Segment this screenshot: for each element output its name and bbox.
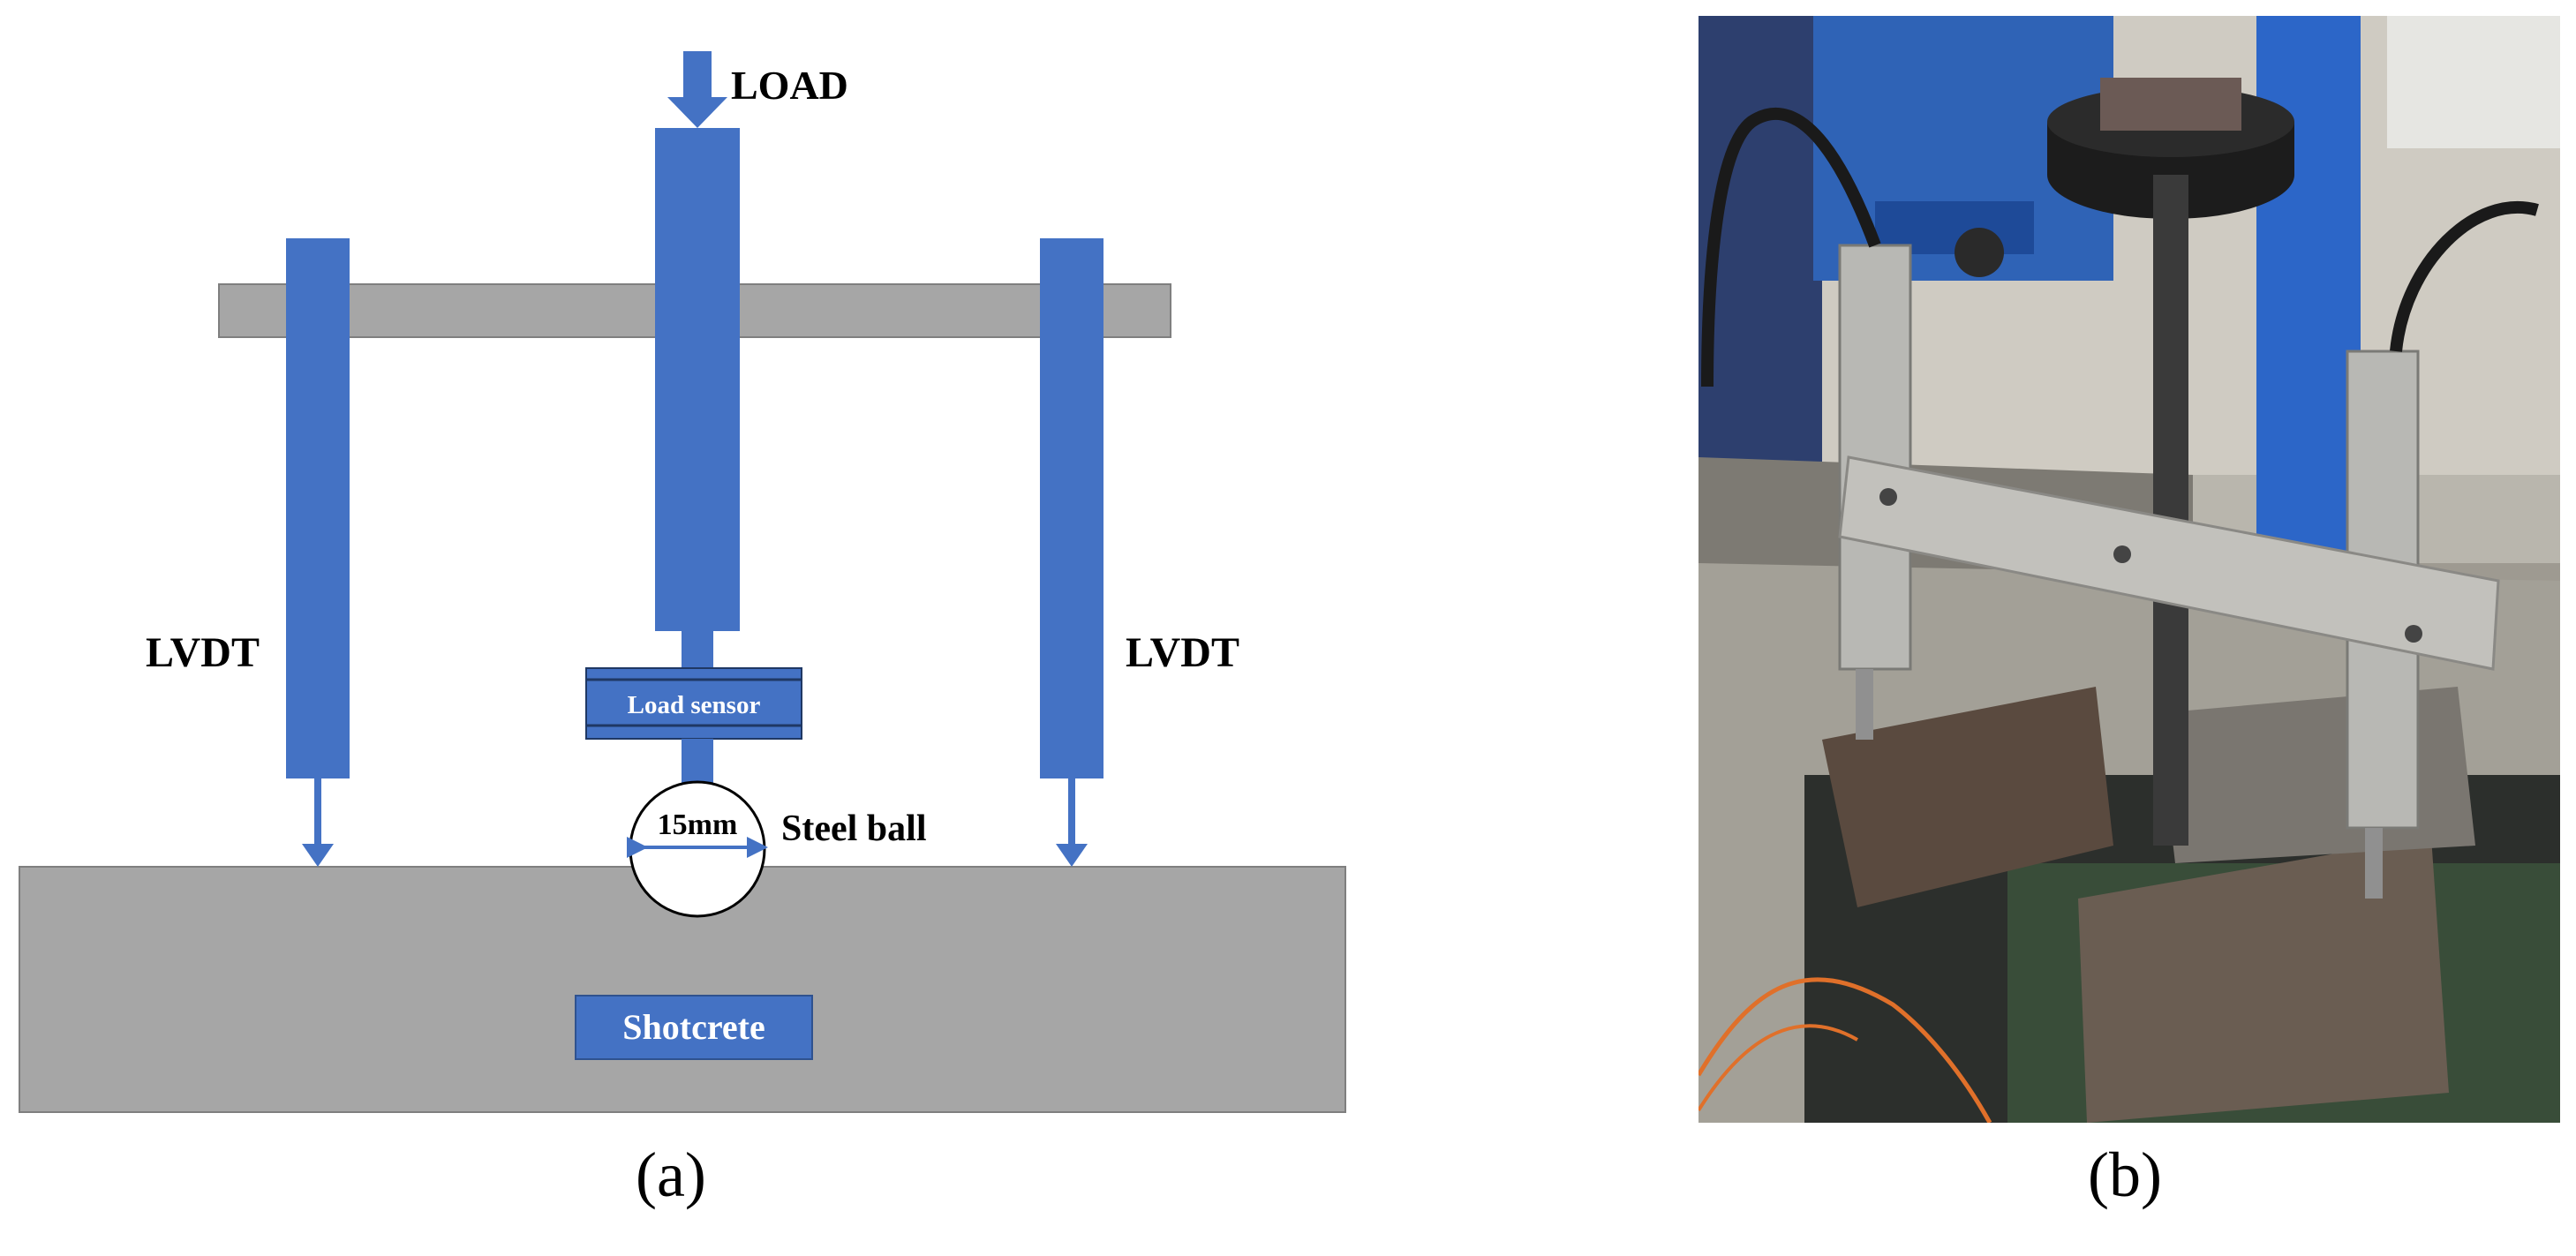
caption-a: (a) [636, 1139, 706, 1210]
load-column [655, 128, 740, 631]
lvdt-left-arrow [302, 844, 334, 867]
caption-b: (b) [2088, 1139, 2162, 1210]
load-label: LOAD [731, 63, 848, 108]
steel-ball-label: Steel ball [781, 809, 927, 849]
load-column-neck [682, 631, 713, 668]
shotcrete-label: Shotcrete [622, 1007, 765, 1047]
lvdt-right-label: LVDT [1126, 629, 1239, 676]
ball-diameter-label: 15mm [658, 809, 738, 841]
lvdt-right-body [1040, 238, 1103, 778]
lvdt-left-body [286, 238, 350, 778]
shotcrete-label-box [575, 995, 813, 1060]
test-setup-diagram: Shotcrete LVDT LVDT LOAD Load sensor 15m… [19, 51, 1346, 1113]
lvdt-right-arrow [1056, 844, 1088, 867]
lab-test-photo [1699, 16, 2560, 1123]
load-arrow [667, 51, 727, 128]
load-sensor-label: Load sensor [628, 691, 761, 719]
ball-connector [682, 739, 713, 783]
lvdt-left-label: LVDT [146, 629, 260, 676]
